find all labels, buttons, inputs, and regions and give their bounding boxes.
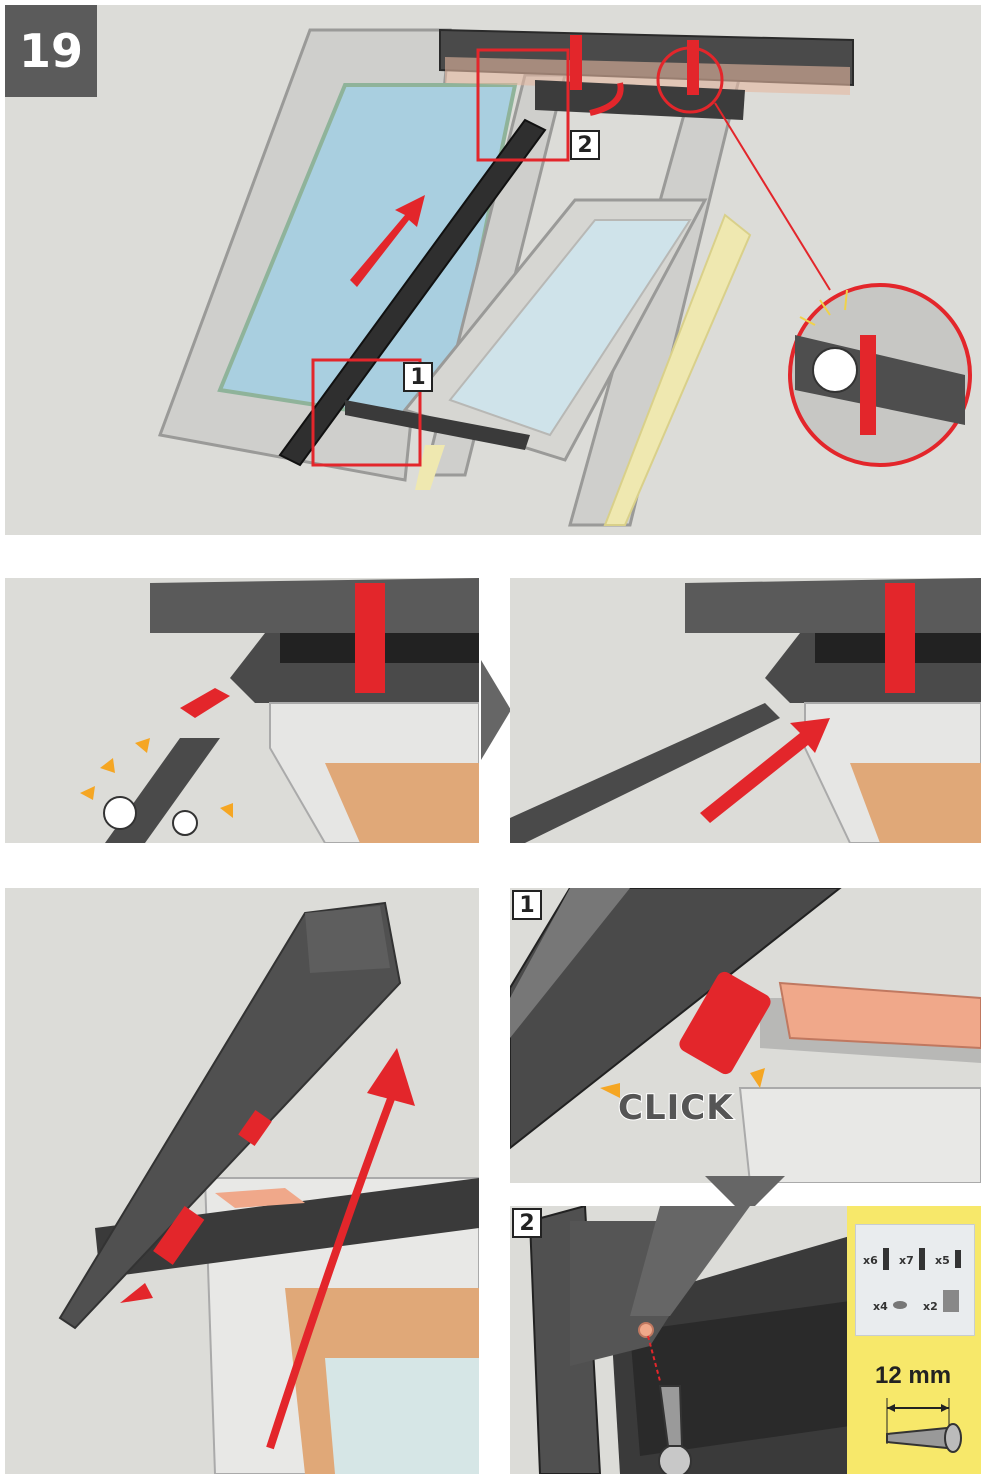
red-clip bbox=[885, 583, 915, 693]
detail-label-1: 1 bbox=[512, 890, 542, 920]
clip-quantity: x2 bbox=[923, 1300, 938, 1313]
top-cassette bbox=[685, 578, 981, 633]
step-number-badge: 19 bbox=[5, 5, 97, 97]
push-arrow bbox=[180, 688, 230, 718]
frame-profile bbox=[740, 1088, 981, 1183]
salmon-plate bbox=[780, 983, 981, 1048]
clip-icon bbox=[943, 1290, 959, 1312]
screw-b-quantity: x7 bbox=[899, 1254, 914, 1267]
screw-a-quantity: x6 bbox=[863, 1254, 878, 1267]
magnified-clip bbox=[860, 335, 876, 435]
screw-b-icon bbox=[919, 1248, 925, 1270]
hand-icon bbox=[813, 348, 857, 392]
top-cassette bbox=[150, 578, 479, 633]
rotate-arrow-head bbox=[367, 1048, 415, 1106]
rail-end-cap bbox=[305, 906, 390, 973]
click-text: CLICK bbox=[618, 1088, 734, 1128]
screw-dimension-icon bbox=[859, 1394, 969, 1464]
red-clip bbox=[355, 583, 385, 693]
overview-panel: 19 2 1 bbox=[5, 5, 981, 535]
screw-c-quantity: x5 bbox=[935, 1254, 950, 1267]
click-detail-panel: 1 CLICK bbox=[510, 888, 981, 1183]
rotate-illustration bbox=[5, 888, 479, 1474]
callout-label-2: 2 bbox=[570, 130, 600, 160]
detail-label-2: 2 bbox=[512, 1208, 542, 1238]
parts-bag bbox=[855, 1224, 975, 1336]
screw-head bbox=[659, 1445, 691, 1474]
insert-panel bbox=[510, 578, 981, 843]
screw-c-icon bbox=[955, 1250, 961, 1268]
cap-quantity: x4 bbox=[873, 1300, 888, 1313]
spark-b bbox=[135, 738, 150, 753]
hardware-kit: x6 x7 x5 x4 x2 12 mm bbox=[847, 1206, 981, 1474]
dimension-label: 12 mm bbox=[875, 1362, 951, 1390]
push-arrow bbox=[120, 1283, 153, 1303]
cap-icon bbox=[893, 1301, 907, 1309]
screw-detail-panel: 2 x6 x7 x5 x4 x2 12 mm bbox=[510, 1206, 981, 1474]
glass-area bbox=[325, 1358, 479, 1474]
screw-a-icon bbox=[883, 1248, 889, 1270]
finger-icon bbox=[104, 797, 136, 829]
screw-hole bbox=[639, 1323, 653, 1337]
spark-right bbox=[750, 1068, 765, 1088]
spark-c bbox=[80, 786, 95, 800]
clip-left bbox=[570, 35, 582, 90]
insert-illustration bbox=[510, 578, 981, 843]
side-rail bbox=[510, 703, 780, 843]
thumb-icon bbox=[173, 811, 197, 835]
spark-d bbox=[220, 803, 233, 818]
squeeze-panel bbox=[5, 578, 479, 843]
squeeze-illustration bbox=[5, 578, 479, 843]
callout-label-1: 1 bbox=[403, 362, 433, 392]
overview-illustration bbox=[5, 5, 981, 535]
rotate-panel bbox=[5, 888, 479, 1474]
spark-a bbox=[100, 758, 115, 773]
spark-left bbox=[600, 1083, 620, 1098]
click-illustration bbox=[510, 888, 981, 1183]
next-step-arrow bbox=[481, 660, 511, 760]
